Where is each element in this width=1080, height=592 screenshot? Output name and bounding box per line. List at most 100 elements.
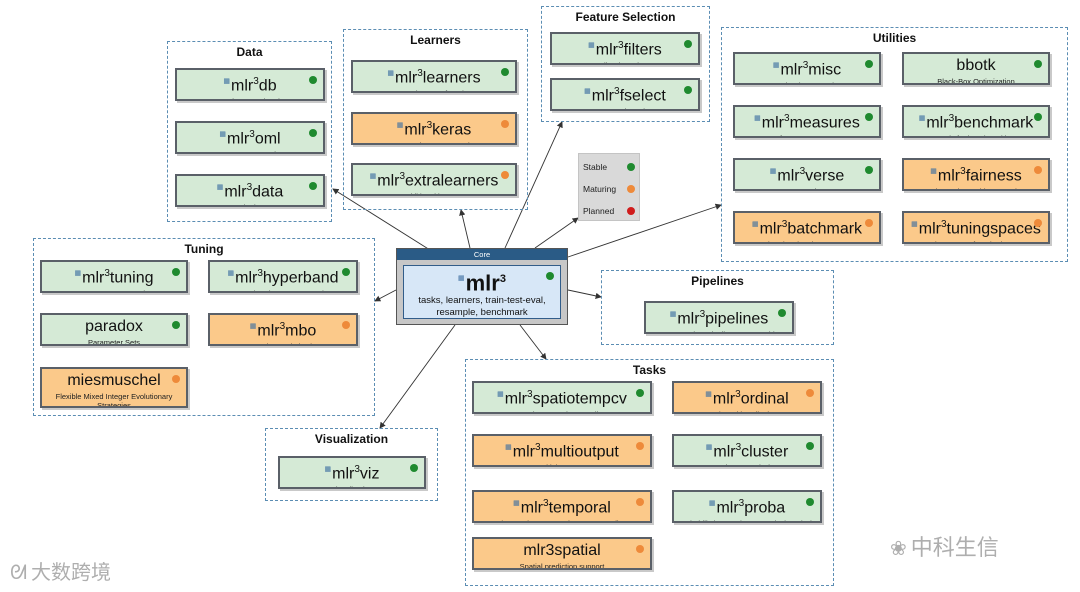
- package-mlrextralearners[interactable]: ▦mlr3extralearnersAdditional learners: [351, 163, 517, 196]
- wechat-icon: ❀: [890, 536, 907, 560]
- package-name: ▦mlr3data: [216, 182, 284, 201]
- package-mlrlearners[interactable]: ▦mlr3learnersCore learners for mlr3: [351, 60, 517, 93]
- arrow-to-tuning: [374, 289, 397, 302]
- package-desc: Spatiotemporal resampling: [474, 410, 650, 412]
- status-dot-maturing: [636, 545, 644, 553]
- package-mlrpipelines[interactable]: ▦mlr3pipelinesPreprocessing, pipelines &…: [644, 301, 794, 334]
- group-title-utilities: Utilities: [872, 31, 917, 45]
- package-mlrcluster[interactable]: ▦mlr3clusterCluster Analysis: [672, 434, 822, 467]
- package-desc: Hyperband Parameter Tuning: [210, 289, 356, 291]
- package-desc: Spatial prediction support: [519, 562, 605, 570]
- legend-item-planned: Planned: [583, 204, 635, 218]
- package-name: ▦mlr3db: [223, 76, 277, 95]
- package-name: miesmuschel: [67, 372, 161, 389]
- package-desc: Learning with ordinal targets: [674, 410, 820, 412]
- arrow-to-feature: [504, 121, 563, 249]
- package-name: ▦mlr3keras: [396, 120, 472, 139]
- package-name: ▦mlr3multioutput: [505, 442, 619, 461]
- arrow-to-legend: [534, 217, 579, 249]
- package-desc: Cluster Analysis: [674, 463, 820, 465]
- package-name: ▦mlr3batchmark: [751, 219, 863, 238]
- group-tasks: Tasks: [465, 359, 834, 586]
- mlr3-logo-icon: ▦: [751, 221, 759, 228]
- arrow-to-learners: [459, 209, 471, 249]
- package-mlrmultioutput[interactable]: ▦mlr3multioutputMultiple Targets: [472, 434, 652, 467]
- package-mlrhyperband[interactable]: ▦mlr3hyperbandHyperband Parameter Tuning: [208, 260, 358, 293]
- package-mlrkeras[interactable]: ▦mlr3kerasConnecting Keras to mlr3: [351, 112, 517, 145]
- package-mlrordinal[interactable]: ▦mlr3ordinalLearning with ordinal target…: [672, 381, 822, 414]
- package-mlrbenchmark[interactable]: ▦mlr3benchmarkTools for benchmarking: [902, 105, 1050, 138]
- package-mlrdata[interactable]: ▦mlr3dataExample datasets: [175, 174, 325, 207]
- package-mlrfairness[interactable]: ▦mlr3fairnessFairness in Machine Learnin…: [902, 158, 1050, 191]
- mlr3-logo-icon: ▦: [369, 173, 377, 180]
- package-name: ▦mlr3temporal: [513, 498, 611, 517]
- group-title-data: Data: [236, 45, 263, 59]
- mlr3-logo-icon: ▦: [74, 270, 82, 277]
- arrow-to-pipelines: [567, 289, 602, 299]
- package-mlrmbo[interactable]: ▦mlr3mboBayesian Optimization: [208, 313, 358, 346]
- package-name: ▦mlr3ordinal: [705, 389, 789, 408]
- status-dot-maturing: [806, 389, 814, 397]
- package-desc: Black-Box Optimization: [937, 77, 1015, 85]
- status-dot-stable: [410, 464, 418, 472]
- status-dot-stable: [172, 268, 180, 276]
- package-name: ▦mlr3fairness: [930, 166, 1022, 185]
- status-dot-maturing: [501, 171, 509, 179]
- package-mlrmisc[interactable]: ▦mlr3miscDevel Helper Functions: [733, 52, 881, 85]
- package-mlrverse[interactable]: ▦mlr3verseMeta-package: [733, 158, 881, 191]
- group-title-tasks: Tasks: [632, 363, 667, 377]
- package-mlrspatiotempcv[interactable]: ▦mlr3spatiotempcvSpatiotemporal resampli…: [472, 381, 652, 414]
- legend-item-stable: Stable: [583, 160, 635, 174]
- package-mlrviz[interactable]: ▦mlr3vizVisualization: [278, 456, 426, 489]
- package-mlrtemporal[interactable]: ▦mlr3temporalTime Series Forecasting & R…: [472, 490, 652, 523]
- package-mlrfselect[interactable]: ▦mlr3fselectWrapper-based FS: [550, 78, 700, 111]
- package-mlrtuning[interactable]: ▦mlr3tuningHyperparameter Tuning: [40, 260, 188, 293]
- group-title-tuning: Tuning: [184, 242, 224, 256]
- mlr3-logo-icon: ▦: [396, 122, 404, 129]
- package-desc: mlr3 - batchtools connector: [735, 240, 879, 242]
- group-title-feature-selection: Feature Selection: [575, 10, 676, 24]
- mlr3-logo-icon: ▦: [216, 184, 224, 191]
- package-name: ▦mlr3fselect: [584, 86, 666, 105]
- package-name: ▦mlr3tuningspaces: [911, 219, 1041, 238]
- package-desc: OpenML Connection: [177, 150, 323, 152]
- mlr3-logo-icon: ▦: [708, 500, 716, 507]
- status-dot-stable: [309, 76, 317, 84]
- package-name: ▦mlr3benchmark: [918, 113, 1034, 132]
- package-mlrtuningspaces[interactable]: ▦mlr3tuningspacesTuning spaces for mlr3 …: [902, 211, 1050, 244]
- package-desc: Connecting Keras to mlr3: [353, 141, 515, 143]
- package-desc: Tools for benchmarking: [904, 134, 1048, 136]
- package-desc: Devel Helper Functions: [735, 81, 879, 83]
- status-dot-maturing: [501, 120, 509, 128]
- package-desc: Example datasets: [177, 203, 323, 205]
- package-name: bbotk: [956, 57, 996, 74]
- package-mlrbatchmark[interactable]: ▦mlr3batchmark mlr3 - batchtools connecto…: [733, 211, 881, 244]
- status-dot-stable: [501, 68, 509, 76]
- mlr3-logo-icon: ▦: [769, 168, 777, 175]
- group-feature-selection: Feature Selection: [541, 6, 710, 122]
- package-mlroml[interactable]: ▦mlr3omlOpenML Connection: [175, 121, 325, 154]
- status-dot-stable: [778, 309, 786, 317]
- package-desc: Flexible Mixed Integer Evolutionary Stra…: [55, 392, 173, 408]
- legend-dot-maturing: [627, 185, 635, 193]
- group-title-visualization: Visualization: [314, 432, 389, 446]
- package-mlrdb[interactable]: ▦mlr3dbDatabase Backends: [175, 68, 325, 101]
- package-desc: Filter-based FS: [552, 61, 698, 63]
- package-name: mlr3spatial: [523, 542, 601, 559]
- arrow-to-tasks: [519, 324, 547, 360]
- mlr3-logo-icon: ▦: [588, 42, 595, 49]
- status-dot-stable: [806, 498, 814, 506]
- package-mlrfilters[interactable]: ▦mlr3filtersFilter-based FS: [550, 32, 700, 65]
- package-desc: Multiple Targets: [474, 463, 650, 465]
- package-mlrmeasures[interactable]: ▦mlr3measuresPerformance Measures: [733, 105, 881, 138]
- package-desc: Probabilistic Learning & Survival Analys…: [674, 519, 820, 521]
- core-package-mlr3[interactable]: ▦mlr3 tasks, learners, train-test-eval, …: [403, 265, 561, 319]
- package-mlrproba[interactable]: ▦mlr3probaProbabilistic Learning & Survi…: [672, 490, 822, 523]
- status-dot-maturing: [172, 375, 180, 383]
- core-package-desc: tasks, learners, train-test-eval, resamp…: [418, 295, 546, 319]
